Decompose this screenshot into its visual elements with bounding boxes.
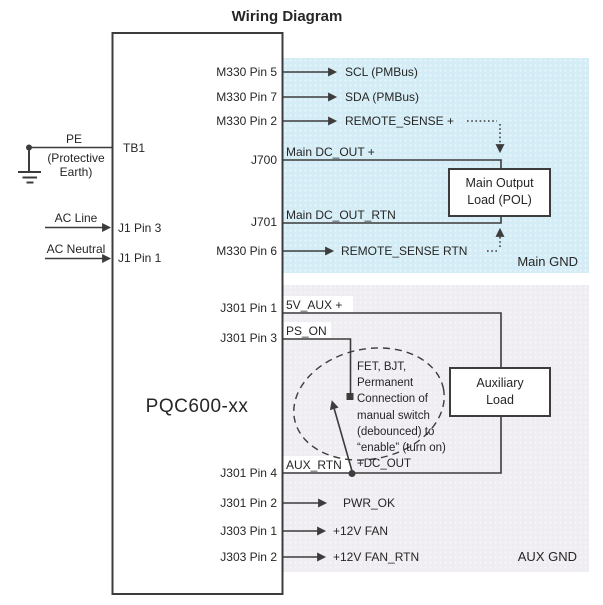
main-gnd-label: Main GND: [517, 254, 578, 269]
pin-j1-1: J1 Pin 1: [118, 251, 162, 265]
pin-m330-2: M330 Pin 2: [216, 114, 277, 128]
ac-neutral-label: AC Neutral: [46, 242, 106, 256]
label-bg-5v-aux: [283, 296, 353, 312]
device-box: [111, 32, 284, 595]
pin-j301-4: J301 Pin 4: [220, 466, 277, 480]
pin-j301-3: J301 Pin 3: [220, 331, 277, 345]
main-output-load-label: Main Output Load (POL): [465, 176, 534, 207]
signal-aux-rtn: AUX_RTN: [286, 458, 342, 472]
ac-line-label: AC Line: [54, 211, 98, 225]
pe-label: PE: [65, 132, 82, 146]
enable-loop-dashed-ellipse: [293, 347, 445, 461]
signal-12v-fan: +12V FAN: [333, 524, 389, 538]
pin-j1-3: J1 Pin 3: [118, 221, 162, 235]
main-dc-out-plus-wire: [283, 159, 502, 169]
main-output-load-box: [448, 168, 551, 217]
signal-scl: SCL (PMBus): [345, 65, 418, 79]
pin-j701: J701: [250, 215, 277, 229]
pe-junction-dot: [26, 144, 32, 151]
enable-switch-annotation: FET, BJT, Permanent Connection of manual…: [357, 361, 446, 471]
pin-j700: J700: [250, 153, 277, 167]
aux-rtn-junction-dot: [348, 470, 356, 477]
label-bg-ps-on: [283, 322, 331, 338]
signal-main-dc-out-plus: Main DC_OUT +: [286, 145, 375, 159]
pe-sublabel: (Protective Earth): [47, 151, 105, 179]
pin-m330-5: M330 Pin 5: [216, 65, 277, 79]
label-bg-aux-rtn: [283, 456, 350, 472]
signal-5v-aux: 5V_AUX +: [286, 298, 343, 312]
pin-j303-1: J303 Pin 1: [220, 524, 277, 538]
pin-m330-6: M330 Pin 6: [216, 244, 277, 258]
signal-ps-on: PS_ON: [286, 324, 327, 338]
ps-on-wire: [283, 338, 352, 393]
switch-lever-arrow: [329, 400, 353, 472]
auxiliary-load-box: [449, 367, 551, 417]
signal-main-dc-out-rtn: Main DC_OUT_RTN: [286, 208, 396, 222]
aux-rtn-wire: [283, 416, 502, 474]
signal-remote-sense-plus: REMOTE_SENSE +: [345, 114, 455, 128]
auxiliary-load-label: Auxiliary Load: [476, 376, 524, 407]
signal-pwr-ok: PWR_OK: [343, 496, 396, 510]
ground-icon-bars: [18, 171, 41, 184]
pin-tb1: TB1: [123, 141, 146, 155]
page-title: Wiring Diagram: [231, 8, 343, 25]
signal-12v-fan-rtn: +12V FAN_RTN: [333, 550, 420, 564]
pin-m330-7: M330 Pin 7: [216, 90, 277, 104]
main-dc-out-rtn-wire: [283, 216, 502, 224]
switch-contact-square: [346, 393, 354, 400]
aux-gnd-region: [283, 285, 589, 572]
signal-remote-sense-rtn: REMOTE_SENSE RTN: [341, 244, 468, 258]
pin-j301-2: J301 Pin 2: [220, 496, 277, 510]
pin-j303-2: J303 Pin 2: [220, 550, 277, 564]
aux-5v-wire: [283, 312, 502, 368]
signal-sda: SDA (PMBus): [345, 90, 420, 104]
pin-j301-1: J301 Pin 1: [220, 301, 277, 315]
aux-gnd-label: AUX GND: [517, 549, 577, 564]
device-label: PQC600-xx: [145, 396, 249, 417]
